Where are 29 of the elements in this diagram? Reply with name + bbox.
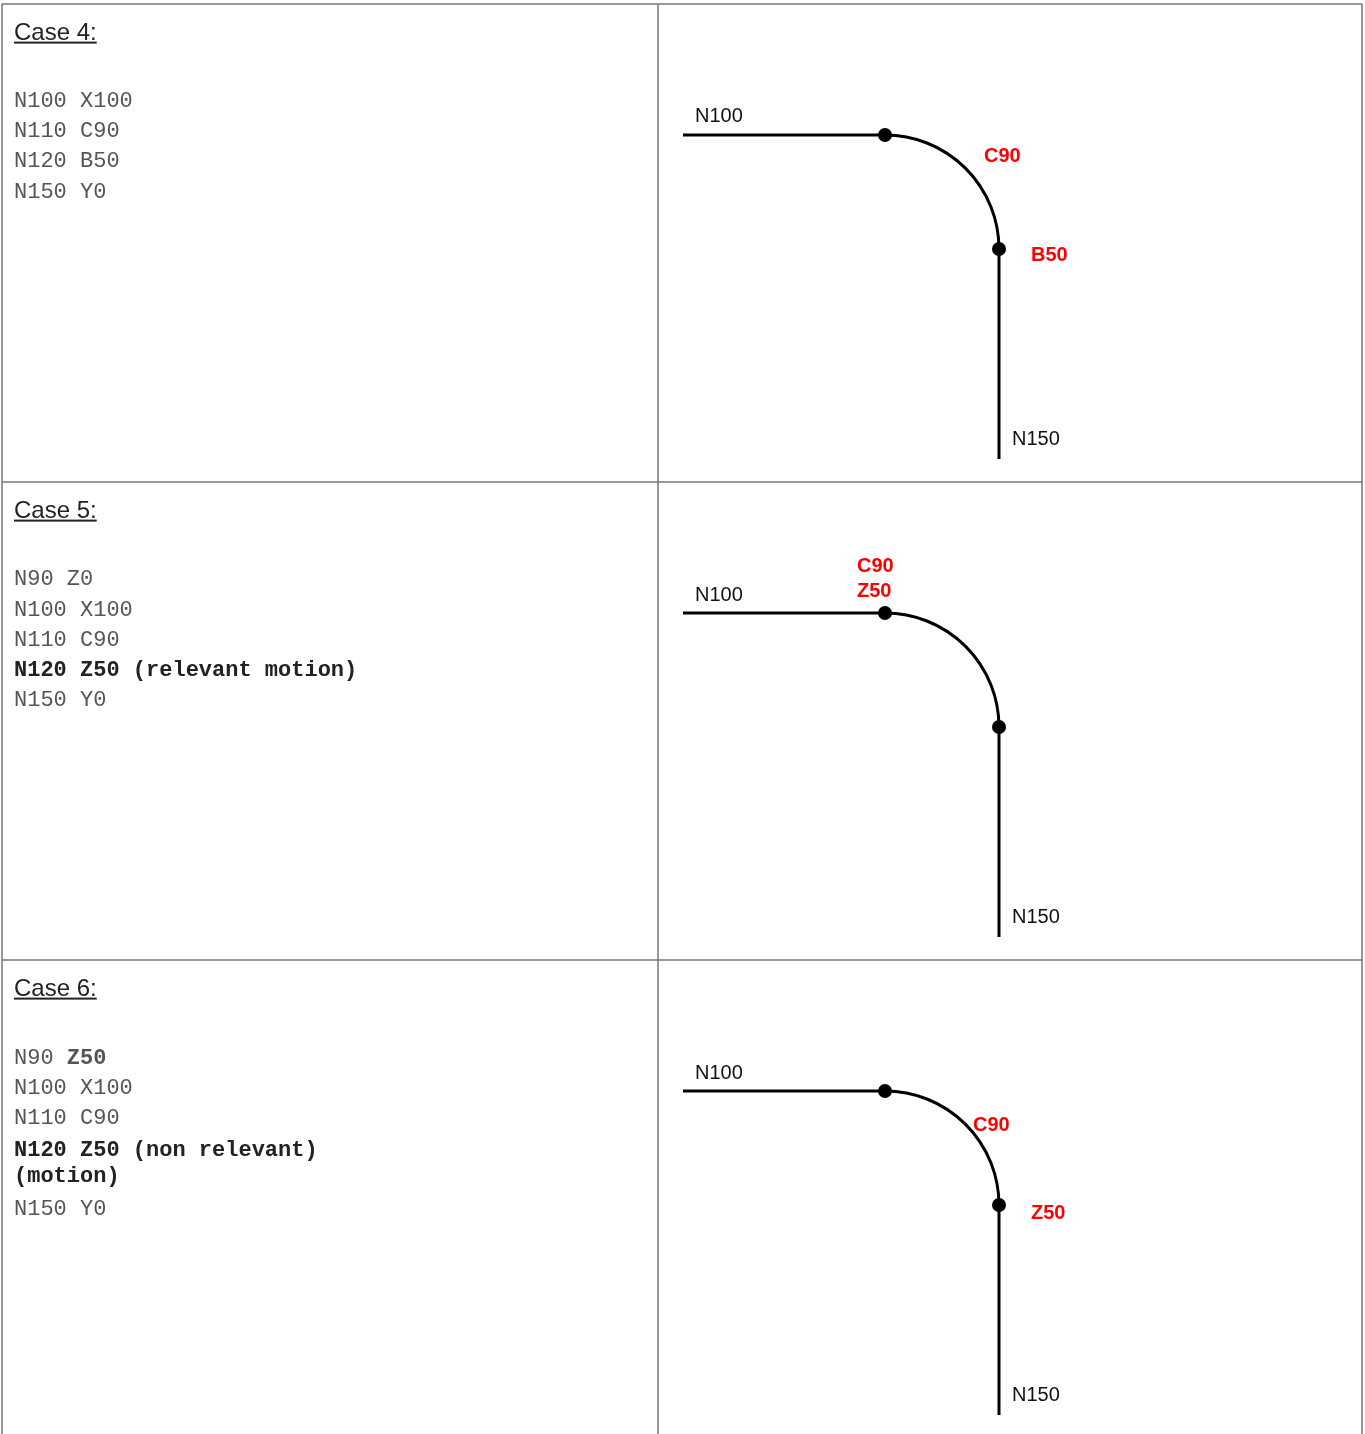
block-label: C90	[973, 1112, 1010, 1136]
case-heading: Case 6:	[14, 973, 97, 1003]
code-line: N120 B50	[14, 148, 120, 176]
code-line: N100 X100	[14, 88, 133, 116]
code-line: N90 Z0	[14, 566, 94, 594]
block-label: Z50	[857, 578, 892, 602]
code-line: N110 C90	[14, 627, 120, 655]
code-line: N150 Y0	[14, 687, 107, 715]
block-label: N150	[1012, 426, 1060, 450]
case-heading: Case 5:	[14, 495, 97, 525]
block-label: C90	[984, 143, 1021, 167]
code-line: N100 X100	[14, 1075, 133, 1103]
block-label: Z50	[1031, 1200, 1066, 1224]
code-line: N120 Z50 (relevant motion)	[14, 657, 358, 685]
code-line: N90 Z50	[14, 1045, 107, 1073]
block-label: N100	[695, 103, 743, 127]
block-label: N100	[695, 582, 743, 606]
code-line: N120 Z50 (non relevant) (motion)	[14, 1137, 319, 1191]
code-line: N110 C90	[14, 1105, 120, 1133]
block-label: N100	[695, 1060, 743, 1084]
code-line: N100 X100	[14, 597, 133, 625]
code-line: N150 Y0	[14, 179, 107, 207]
code-line: N150 Y0	[14, 1196, 107, 1224]
case-heading: Case 4:	[14, 17, 97, 47]
block-label: N150	[1012, 1382, 1060, 1406]
block-label: C90	[857, 553, 894, 577]
code-line: N110 C90	[14, 118, 120, 146]
block-label: B50	[1031, 242, 1068, 266]
block-label: N150	[1012, 904, 1060, 928]
